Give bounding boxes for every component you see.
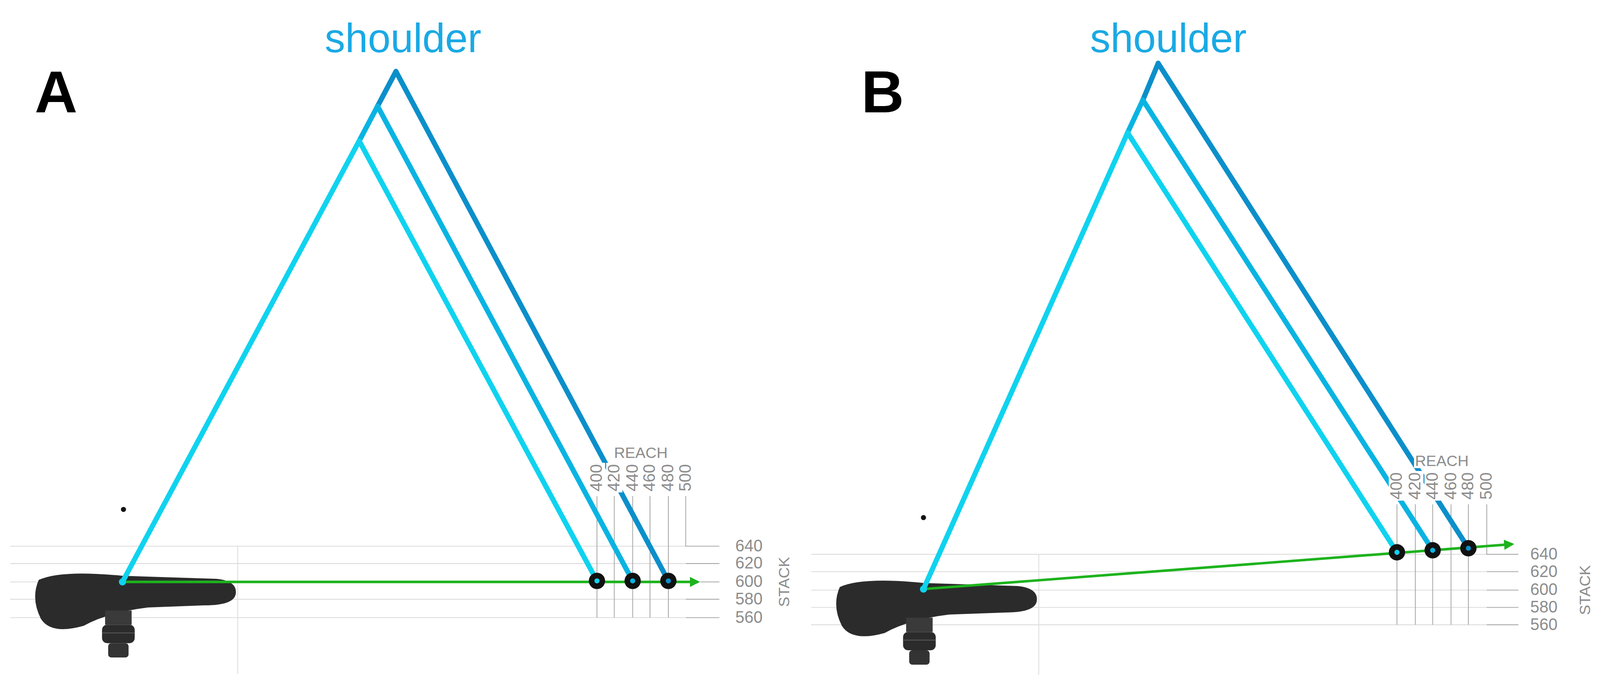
reach-value: 400	[588, 463, 606, 493]
stack-value: 600	[1529, 581, 1559, 598]
stack-value: 640	[1529, 545, 1559, 562]
green-arrow	[923, 543, 1513, 589]
dot	[920, 514, 926, 520]
reach-value: 500	[1478, 471, 1495, 501]
stack-value: 580	[734, 590, 764, 607]
reach-value: 460	[641, 463, 659, 493]
grid-a	[10, 545, 686, 674]
hip-point	[919, 585, 928, 593]
stack-value: 560	[734, 609, 764, 626]
axis-title: STACK	[1577, 563, 1593, 616]
hand-dots-a	[588, 572, 677, 589]
arm-triangles-b	[923, 63, 1469, 589]
stack-value: 620	[734, 555, 764, 572]
reach-value: 460	[1442, 471, 1459, 501]
stack-value: 600	[734, 573, 764, 590]
hip-point	[119, 578, 127, 586]
saddle	[836, 580, 1038, 665]
shoulder-label: shoulder	[324, 17, 482, 59]
reach-value: 420	[1407, 471, 1424, 501]
green-arrow	[122, 580, 699, 584]
reach-value: 440	[1424, 471, 1441, 501]
reach-value: 500	[677, 463, 694, 493]
reach-value: 480	[660, 463, 677, 493]
axis-title: REACH	[1414, 452, 1470, 468]
dot	[120, 506, 126, 512]
reach-value: 480	[1460, 471, 1477, 501]
reach-value: 400	[1388, 471, 1406, 501]
stack-value: 580	[1529, 598, 1559, 615]
hand-dots-b	[1388, 539, 1477, 561]
shoulder-label: shoulder	[1090, 17, 1247, 59]
stack-value: 620	[1529, 563, 1559, 580]
reach-value: 420	[605, 463, 623, 493]
stack-value: 640	[734, 537, 764, 554]
panel-letter: B	[861, 62, 904, 122]
axis-title: REACH	[613, 444, 669, 460]
panel-letter: A	[34, 62, 78, 122]
axis-title: STACK	[776, 555, 792, 608]
arm-triangles-a	[122, 71, 669, 582]
reach-value: 440	[624, 463, 641, 493]
saddle	[35, 573, 236, 658]
stack-value: 560	[1529, 616, 1559, 633]
